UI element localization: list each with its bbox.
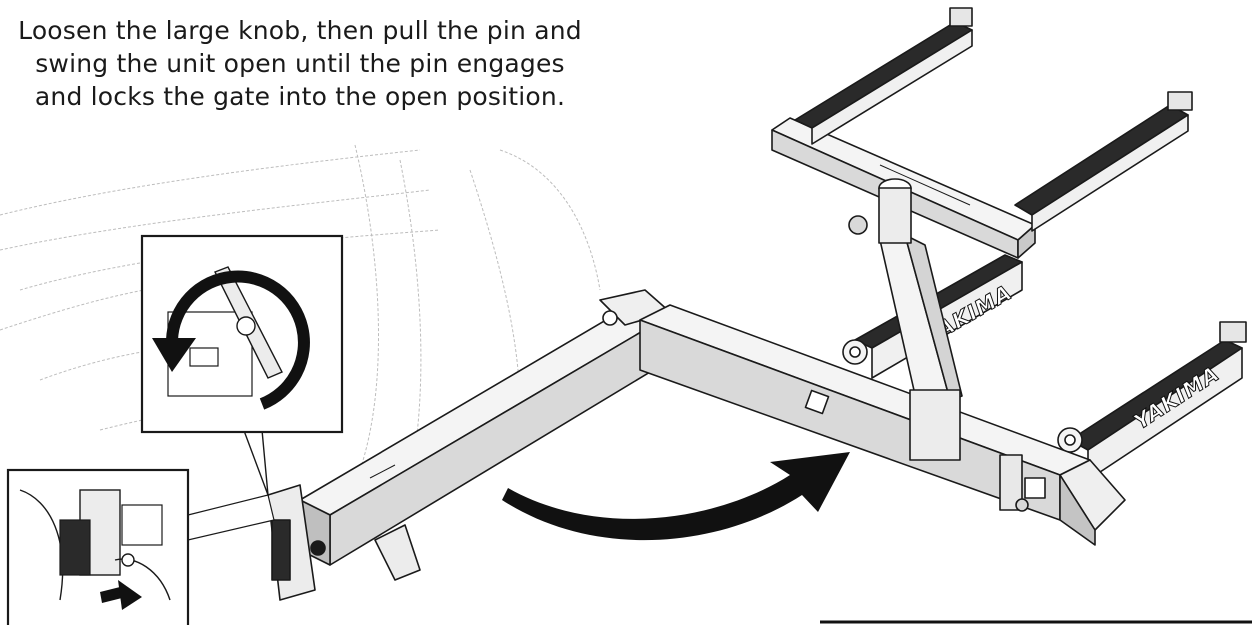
instruction-line-3: and locks the gate into the open positio… <box>34 82 566 111</box>
knob-detail-callout <box>140 234 344 496</box>
pin-detail-callout <box>6 468 275 625</box>
counterclockwise-arrow-icon <box>166 270 310 410</box>
instruction-line-2: swing the unit open until the pin engage… <box>35 49 565 78</box>
instruction-text: Loosen the large knob, then pull the pin… <box>0 14 600 113</box>
receiver-tube <box>639 304 1126 546</box>
pull-pin-arrow-icon <box>100 580 142 610</box>
swing-open-arrow-icon <box>502 452 850 541</box>
instruction-line-1: Loosen the large knob, then pull the pin… <box>18 16 582 45</box>
gate-knob-assembly <box>267 484 421 601</box>
